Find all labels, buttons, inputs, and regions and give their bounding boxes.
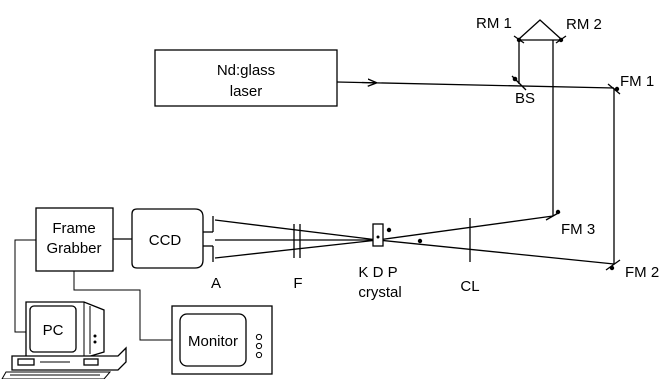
ccd-label: CCD [149, 232, 182, 249]
grabber-to-monitor-cable [73, 271, 174, 341]
rm1-label: RM 1 [476, 15, 512, 32]
fold-mirror-fm2 [605, 259, 621, 271]
aperture [203, 216, 214, 262]
filter [293, 224, 301, 258]
beam-dot [417, 238, 423, 244]
kdp-crystal [372, 223, 392, 247]
kdp-label-line1: K D P [358, 264, 397, 281]
pc-label: PC [43, 322, 64, 339]
frame-grabber-label-line1: Frame [52, 220, 95, 237]
crystal-to-aperture-beam-lower [214, 239, 379, 259]
beam-splitter [511, 75, 527, 91]
monitor-label: Monitor [188, 333, 238, 350]
roof-mirror-rm [513, 19, 567, 44]
grabber-to-pc-cable [14, 239, 36, 333]
fm3-label: FM 3 [561, 221, 595, 238]
monitor: Monitor [171, 305, 273, 375]
frame-grabber-label-line2: Grabber [46, 240, 101, 257]
laser-label-line2: laser [230, 83, 263, 100]
pc-computer: PC [1, 301, 127, 379]
fm1-label: FM 1 [620, 73, 654, 90]
a-label: A [211, 275, 221, 292]
laser-box: Nd:glass laser [154, 49, 338, 107]
laser-label-line1: Nd:glass [217, 62, 275, 79]
crystal-to-aperture-beam-upper [214, 219, 379, 241]
fm2-label: FM 2 [625, 264, 659, 281]
kdp-label-line2: crystal [358, 284, 401, 301]
frame-grabber: Frame Grabber [35, 207, 114, 272]
fm3-beam-to-crystal [377, 215, 554, 241]
ccd-camera: CCD [131, 208, 204, 269]
laser-beam [336, 81, 615, 89]
cl-label: CL [460, 278, 479, 295]
bs-label: BS [515, 90, 535, 107]
rm2-label: RM 2 [566, 16, 602, 33]
fm2-beam-to-crystal [377, 239, 615, 265]
f-label: F [293, 275, 302, 292]
